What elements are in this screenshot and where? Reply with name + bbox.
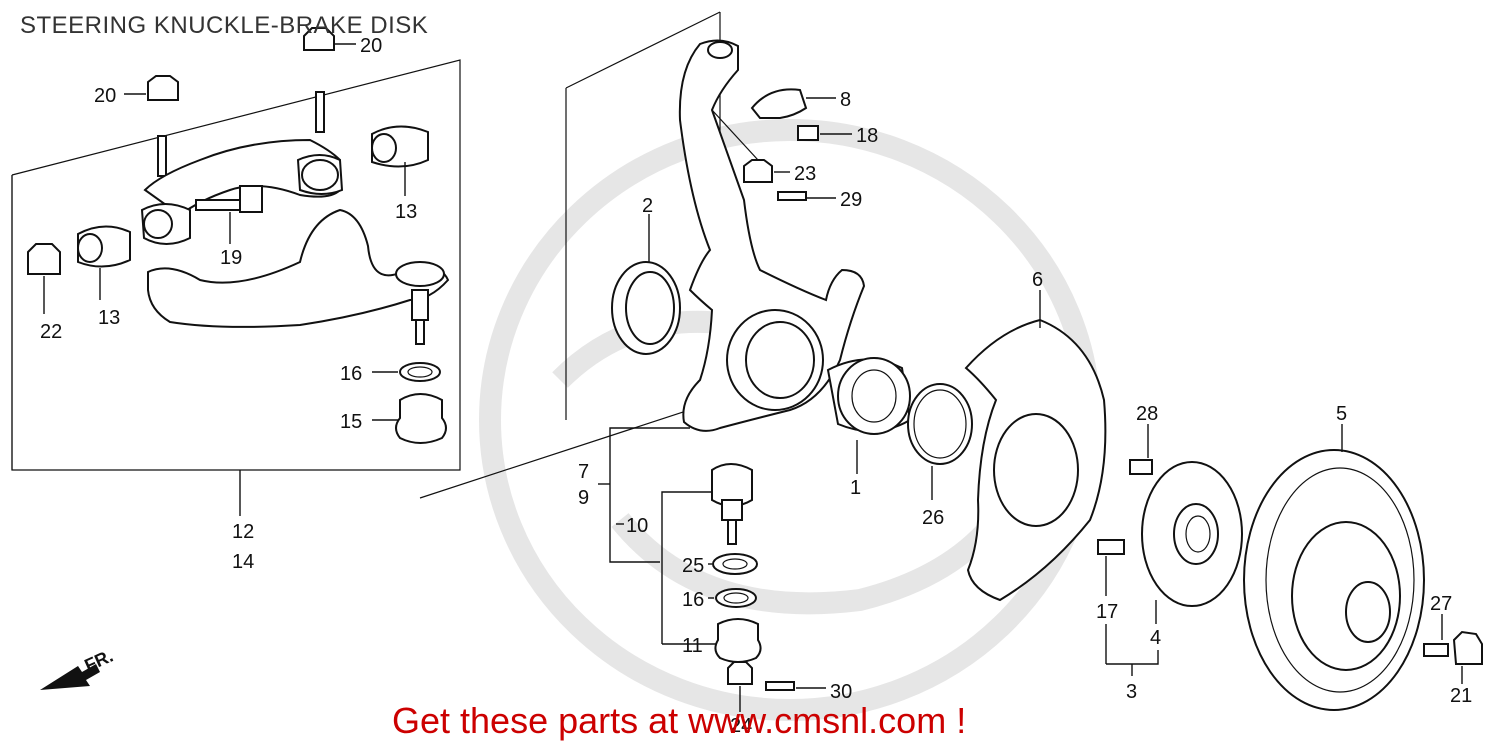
steering-knuckle — [678, 39, 866, 432]
callout-8: 8 — [840, 89, 851, 111]
callout-30: 30 — [830, 681, 852, 703]
bracket-8 — [750, 88, 808, 119]
callout-16-lower: 16 — [682, 589, 704, 611]
callout-14: 14 — [232, 551, 254, 573]
callout-17: 17 — [1096, 601, 1118, 623]
bolt-17 — [1097, 539, 1125, 555]
callout-7: 7 — [578, 461, 589, 483]
callout-19: 19 — [220, 247, 242, 269]
pin-30 — [765, 681, 795, 691]
callout-23: 23 — [794, 163, 816, 185]
bolt-28 — [1129, 459, 1153, 475]
callout-12: 12 — [232, 521, 254, 543]
callout-11: 11 — [682, 635, 703, 657]
wheel-nut-21 — [1452, 630, 1483, 665]
bolt-18 — [797, 125, 819, 141]
callout-13-left: 13 — [98, 307, 120, 329]
front-direction-arrow: FR. — [40, 646, 116, 690]
boot-11 — [714, 618, 762, 663]
screw-27 — [1423, 643, 1449, 657]
callout-10: 10 — [626, 515, 648, 537]
callout-6: 6 — [1032, 269, 1043, 291]
callout-28: 28 — [1136, 403, 1158, 425]
footer-link-text[interactable]: Get these parts at www.cmsnl.com ! — [392, 700, 967, 741]
callout-24: 24 — [730, 715, 752, 737]
callout-5: 5 — [1336, 403, 1347, 425]
callout-29: 29 — [840, 189, 862, 211]
washer-25 — [712, 553, 758, 575]
callout-13-right: 13 — [395, 201, 417, 223]
ring-16-upper — [399, 362, 441, 382]
pin-29 — [777, 191, 807, 201]
snap-ring-26 — [907, 383, 973, 465]
callout-20-left: 20 — [94, 85, 116, 107]
callout-22: 22 — [40, 321, 62, 343]
callout-21: 21 — [1450, 685, 1472, 707]
callout-27: 27 — [1430, 593, 1452, 615]
boot-15 — [395, 393, 447, 444]
callout-2: 2 — [642, 195, 653, 217]
nut-23 — [743, 159, 773, 183]
callout-16-upper: 16 — [340, 363, 362, 385]
callout-labels: 20 20 13 13 19 22 16 15 12 14 2 8 18 23 … — [40, 35, 1472, 737]
callout-3: 3 — [1126, 681, 1137, 703]
flange-nut-20-left — [147, 75, 179, 101]
callout-26: 26 — [922, 507, 944, 529]
flange-nut-20-top — [303, 27, 335, 51]
callout-15: 15 — [340, 411, 362, 433]
brake-group — [964, 290, 1483, 711]
callout-4: 4 — [1150, 627, 1161, 649]
callout-20-top: 20 — [360, 35, 382, 57]
knuckle-group — [598, 39, 973, 712]
callout-9: 9 — [578, 487, 589, 509]
callout-18: 18 — [856, 125, 878, 147]
page-title: STEERING KNUCKLE-BRAKE DISK — [20, 12, 429, 39]
callout-25: 25 — [682, 555, 704, 577]
ring-16-lower — [715, 588, 757, 608]
callout-1: 1 — [850, 477, 861, 499]
bolt-19 — [195, 199, 247, 211]
flange-nut-22 — [27, 243, 61, 275]
svg-text:FR.: FR. — [81, 646, 116, 676]
nut-24 — [727, 661, 753, 685]
upper-arm-group — [11, 11, 721, 516]
ball-joint-10 — [711, 463, 753, 507]
